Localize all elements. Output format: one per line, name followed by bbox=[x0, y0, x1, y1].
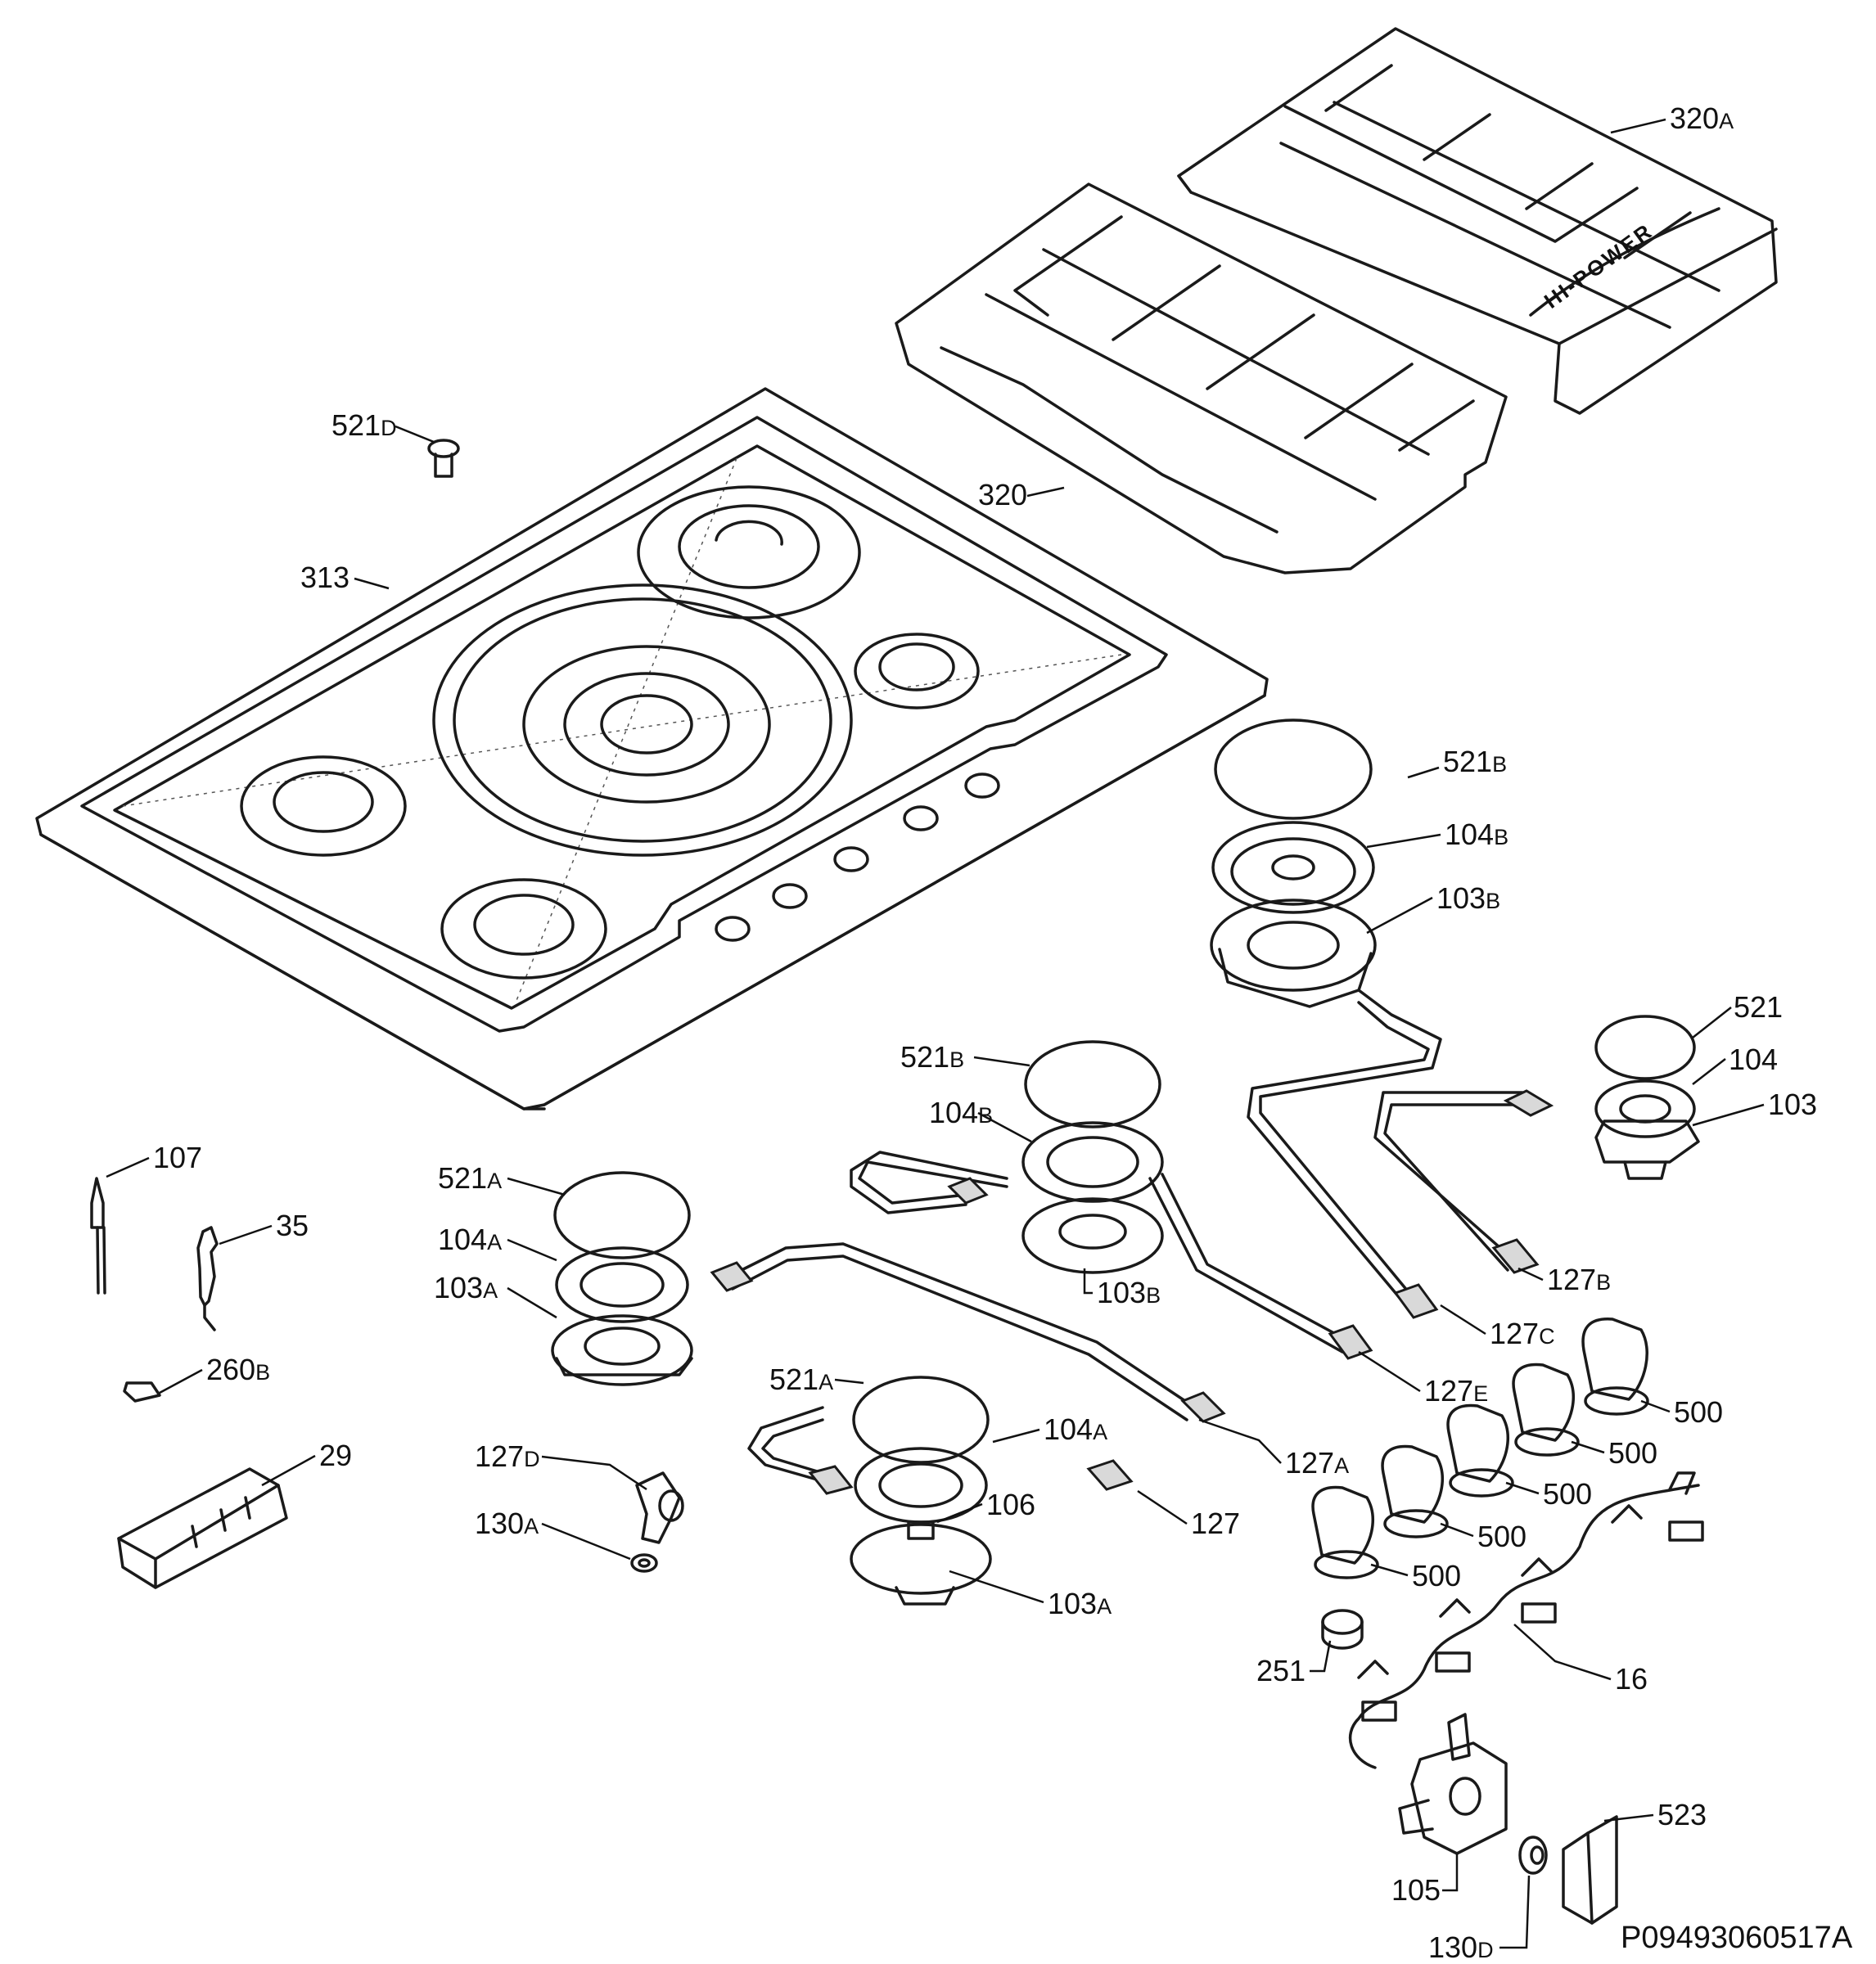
label-130a: 130A bbox=[475, 1507, 539, 1540]
label-35: 35 bbox=[276, 1209, 309, 1242]
label-500-5: 500 bbox=[1412, 1559, 1461, 1592]
label-500-3: 500 bbox=[1543, 1477, 1592, 1511]
label-320a: 320A bbox=[1670, 101, 1734, 135]
label-523: 523 bbox=[1657, 1798, 1707, 1831]
label-521a-bottom: 521A bbox=[769, 1363, 833, 1396]
seal-130d bbox=[1518, 1836, 1548, 1875]
gas-tap-105 bbox=[1398, 1713, 1508, 1855]
label-127b: 127B bbox=[1547, 1263, 1611, 1296]
burner-assembly-bottom-a bbox=[850, 1376, 992, 1606]
label-521b-right: 521B bbox=[1443, 745, 1507, 778]
label-500-1: 500 bbox=[1674, 1395, 1723, 1429]
spark-electrode-35 bbox=[196, 1226, 219, 1331]
hob-top-panel bbox=[35, 387, 1269, 1110]
burner-assembly-right-b bbox=[1210, 718, 1377, 1008]
ignition-generator-29 bbox=[117, 1467, 288, 1589]
bush-251 bbox=[1321, 1609, 1364, 1650]
label-313: 313 bbox=[300, 561, 349, 594]
label-500-2: 500 bbox=[1608, 1436, 1657, 1470]
label-29: 29 bbox=[319, 1439, 352, 1472]
label-104b-right: 104B bbox=[1445, 818, 1508, 851]
label-127: 127 bbox=[1191, 1507, 1240, 1540]
microswitch-harness-16 bbox=[1349, 1471, 1704, 1769]
label-103a-bottom: 103A bbox=[1048, 1587, 1112, 1620]
label-103b-center: 103B bbox=[1097, 1276, 1161, 1309]
label-104a-bottom: 104A bbox=[1044, 1412, 1107, 1446]
elbow-127d bbox=[635, 1471, 684, 1544]
label-521: 521 bbox=[1734, 990, 1783, 1024]
bracket-523 bbox=[1562, 1815, 1618, 1925]
pan-support-grate-hi-power: HI-POWER bbox=[1177, 27, 1778, 415]
label-521b-center: 521B bbox=[900, 1040, 964, 1074]
label-251: 251 bbox=[1256, 1654, 1306, 1687]
burner-assembly-left-a bbox=[551, 1171, 693, 1386]
label-521d: 521D bbox=[331, 408, 397, 442]
label-104b-center: 104B bbox=[929, 1096, 993, 1129]
label-105: 105 bbox=[1391, 1873, 1441, 1907]
label-130d: 130D bbox=[1428, 1930, 1494, 1964]
gas-pipes bbox=[710, 989, 1554, 1495]
label-103a-left: 103A bbox=[434, 1271, 498, 1304]
seal-130a bbox=[630, 1553, 658, 1573]
label-500-4: 500 bbox=[1477, 1520, 1527, 1553]
burner-assembly-right-small bbox=[1594, 1015, 1700, 1180]
leader-lines bbox=[106, 118, 1765, 1949]
burner-assembly-center-b bbox=[1021, 1040, 1164, 1274]
label-103: 103 bbox=[1768, 1088, 1817, 1121]
label-127a: 127A bbox=[1285, 1446, 1349, 1480]
clip-260b bbox=[123, 1381, 161, 1403]
label-104: 104 bbox=[1729, 1043, 1778, 1076]
label-260b: 260B bbox=[206, 1353, 270, 1386]
label-127d: 127D bbox=[475, 1439, 540, 1473]
label-104a-left: 104A bbox=[438, 1223, 502, 1256]
label-106: 106 bbox=[986, 1488, 1035, 1521]
label-521a-left: 521A bbox=[438, 1161, 502, 1195]
part-labels: 320A 320 521D 313 521B 104B 103B 521 104… bbox=[153, 101, 1853, 1964]
label-107: 107 bbox=[153, 1141, 202, 1174]
label-320: 320 bbox=[978, 478, 1027, 511]
label-16: 16 bbox=[1615, 1662, 1648, 1696]
label-127c: 127C bbox=[1490, 1317, 1555, 1350]
label-103b-right: 103B bbox=[1436, 881, 1500, 915]
drawing-code: P09493060517A bbox=[1621, 1921, 1853, 1955]
thermocouple-107 bbox=[90, 1177, 106, 1295]
pan-support-grate bbox=[895, 182, 1508, 574]
screw-521d bbox=[427, 439, 460, 478]
label-127e: 127E bbox=[1424, 1374, 1488, 1408]
control-knobs-500 bbox=[1311, 1318, 1649, 1579]
